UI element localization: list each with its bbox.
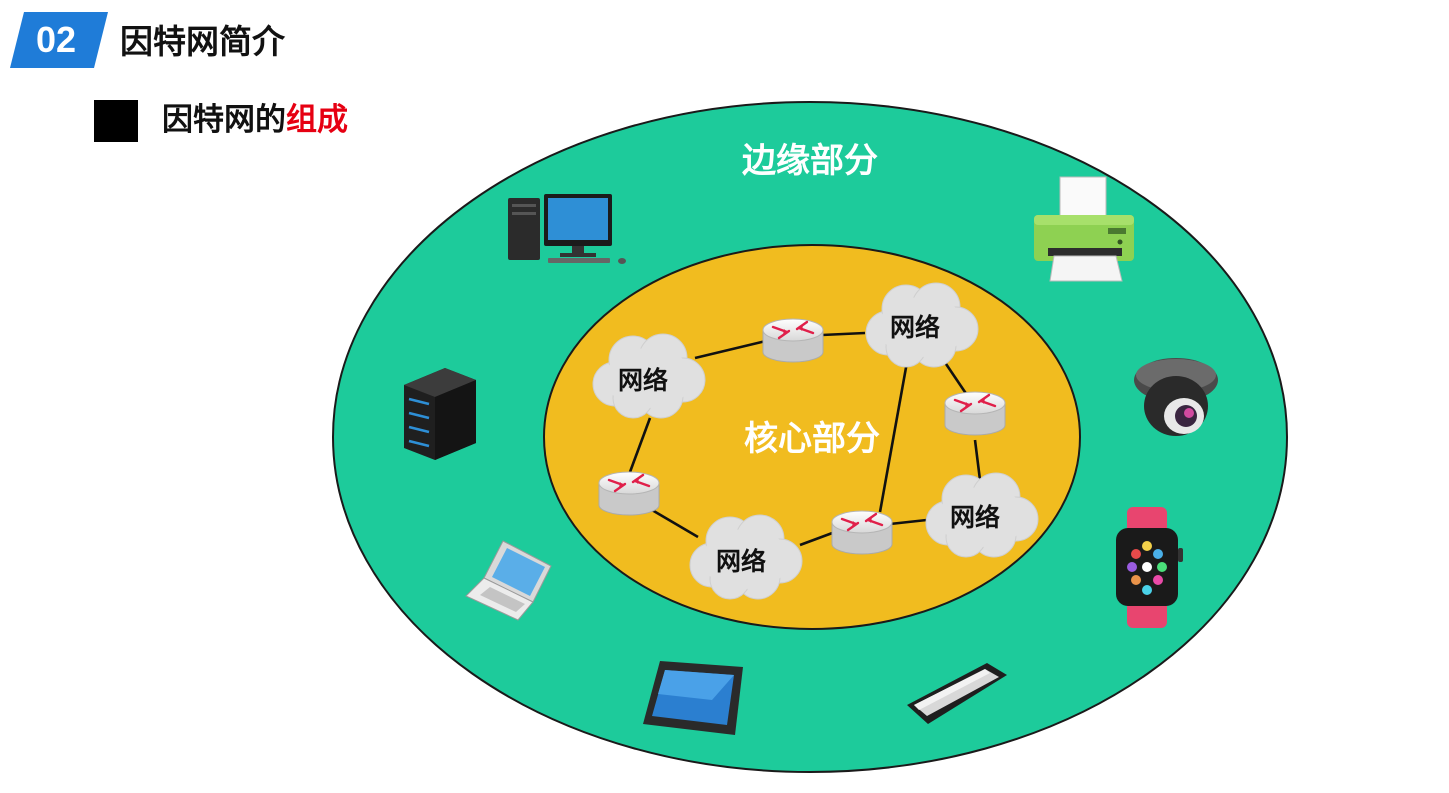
section-badge: 02: [10, 12, 108, 68]
svg-text:网络: 网络: [890, 313, 940, 342]
network-cloud: 网络: [592, 333, 706, 419]
smartphone-icon: [907, 663, 1007, 724]
router-icon: [943, 390, 1007, 437]
edge-part-label: 边缘部分: [742, 141, 878, 181]
subtitle-prefix: 因特网的: [162, 102, 286, 138]
smartwatch-icon: [1116, 507, 1183, 628]
security-camera-icon: [1134, 358, 1218, 436]
section-number: 02: [35, 19, 77, 60]
router-icon: [830, 509, 894, 556]
badge-shape: [10, 12, 108, 68]
desktop-computer-icon: [508, 194, 626, 264]
svg-text:网络: 网络: [950, 503, 1000, 532]
server-icon: [404, 368, 476, 460]
router-icon: [761, 317, 825, 364]
bullet-square: [94, 100, 138, 142]
svg-text:网络: 网络: [716, 547, 766, 576]
laptop-icon: [465, 540, 552, 621]
core-links: [628, 331, 982, 547]
printer-icon: [1034, 176, 1134, 282]
subtitle: 因特网的组成: [162, 98, 348, 142]
core-part-label: 核心部分: [744, 419, 880, 459]
router-icon: [597, 470, 661, 517]
network-cloud: 网络: [925, 472, 1039, 558]
tablet-icon: [643, 661, 743, 735]
section-title: 因特网简介: [120, 22, 285, 61]
subtitle-highlight: 组成: [286, 102, 348, 138]
network-cloud: 网络: [865, 282, 979, 368]
network-cloud: 网络: [689, 514, 803, 600]
svg-text:网络: 网络: [618, 366, 668, 395]
